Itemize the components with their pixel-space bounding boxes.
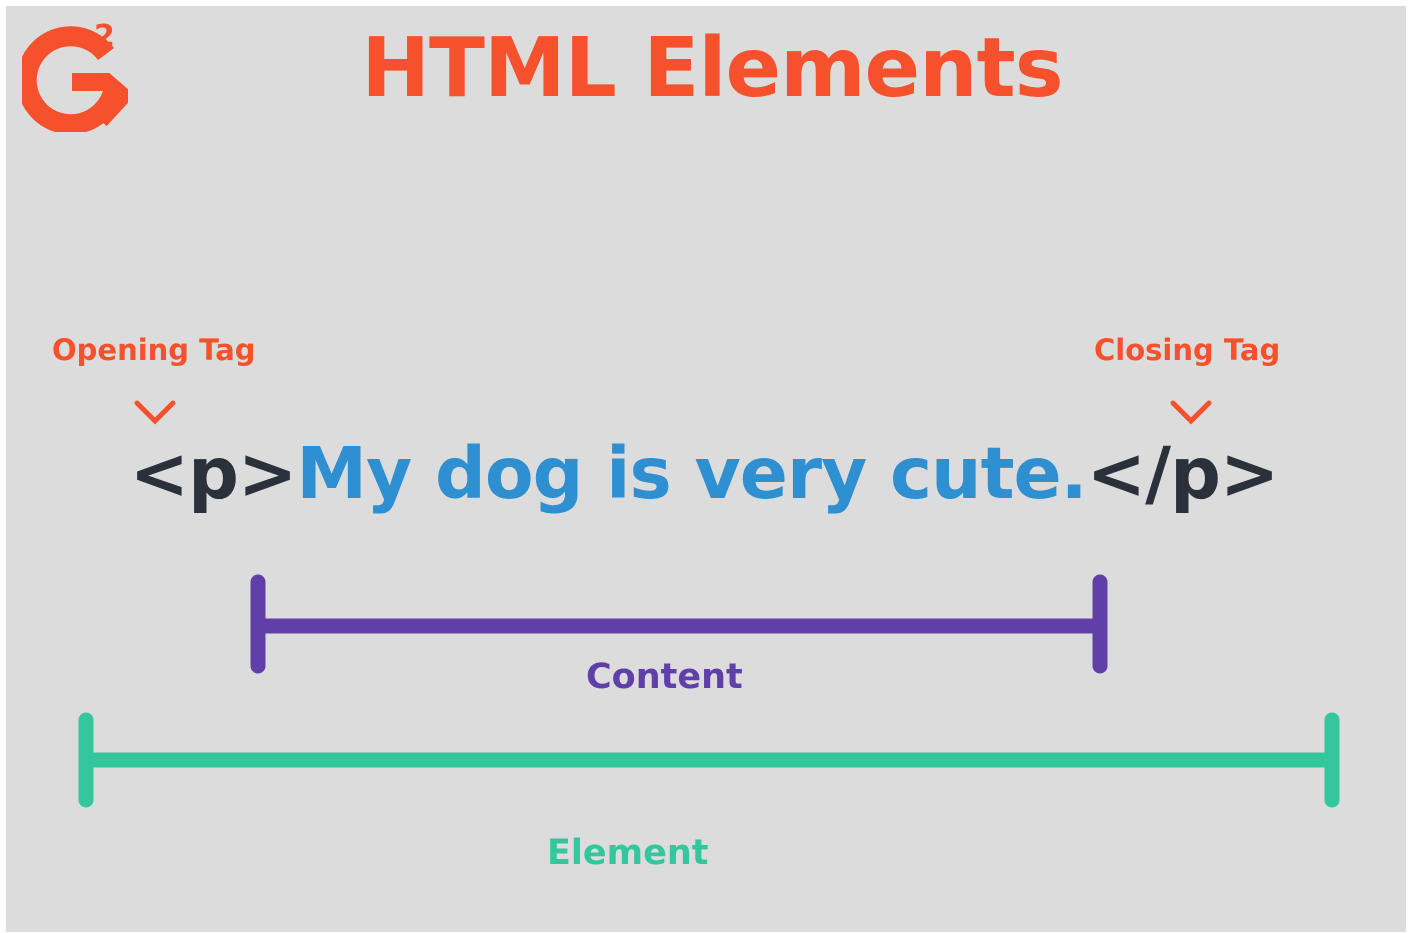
diagram-canvas: 2 HTML Elements Opening Tag Closing Tag … bbox=[6, 6, 1406, 932]
element-label: Element bbox=[547, 833, 709, 873]
chevron-down-icon bbox=[1170, 400, 1212, 425]
closing-tag-label: Closing Tag bbox=[1094, 333, 1281, 367]
html-code-line: <p>My dog is very cute.</p> bbox=[4, 438, 1404, 509]
chevron-down-icon bbox=[134, 400, 176, 425]
content-text: My dog is very cute. bbox=[296, 432, 1087, 515]
svg-text:2: 2 bbox=[94, 19, 115, 54]
opening-tag: <p> bbox=[129, 432, 298, 515]
closing-tag: </p> bbox=[1086, 432, 1280, 515]
content-bracket bbox=[250, 574, 1108, 674]
opening-tag-label: Opening Tag bbox=[52, 333, 256, 367]
element-bracket bbox=[78, 712, 1340, 808]
g2-logo-icon: 2 bbox=[22, 19, 128, 132]
page-title: HTML Elements bbox=[361, 21, 1063, 116]
content-label: Content bbox=[586, 657, 743, 697]
